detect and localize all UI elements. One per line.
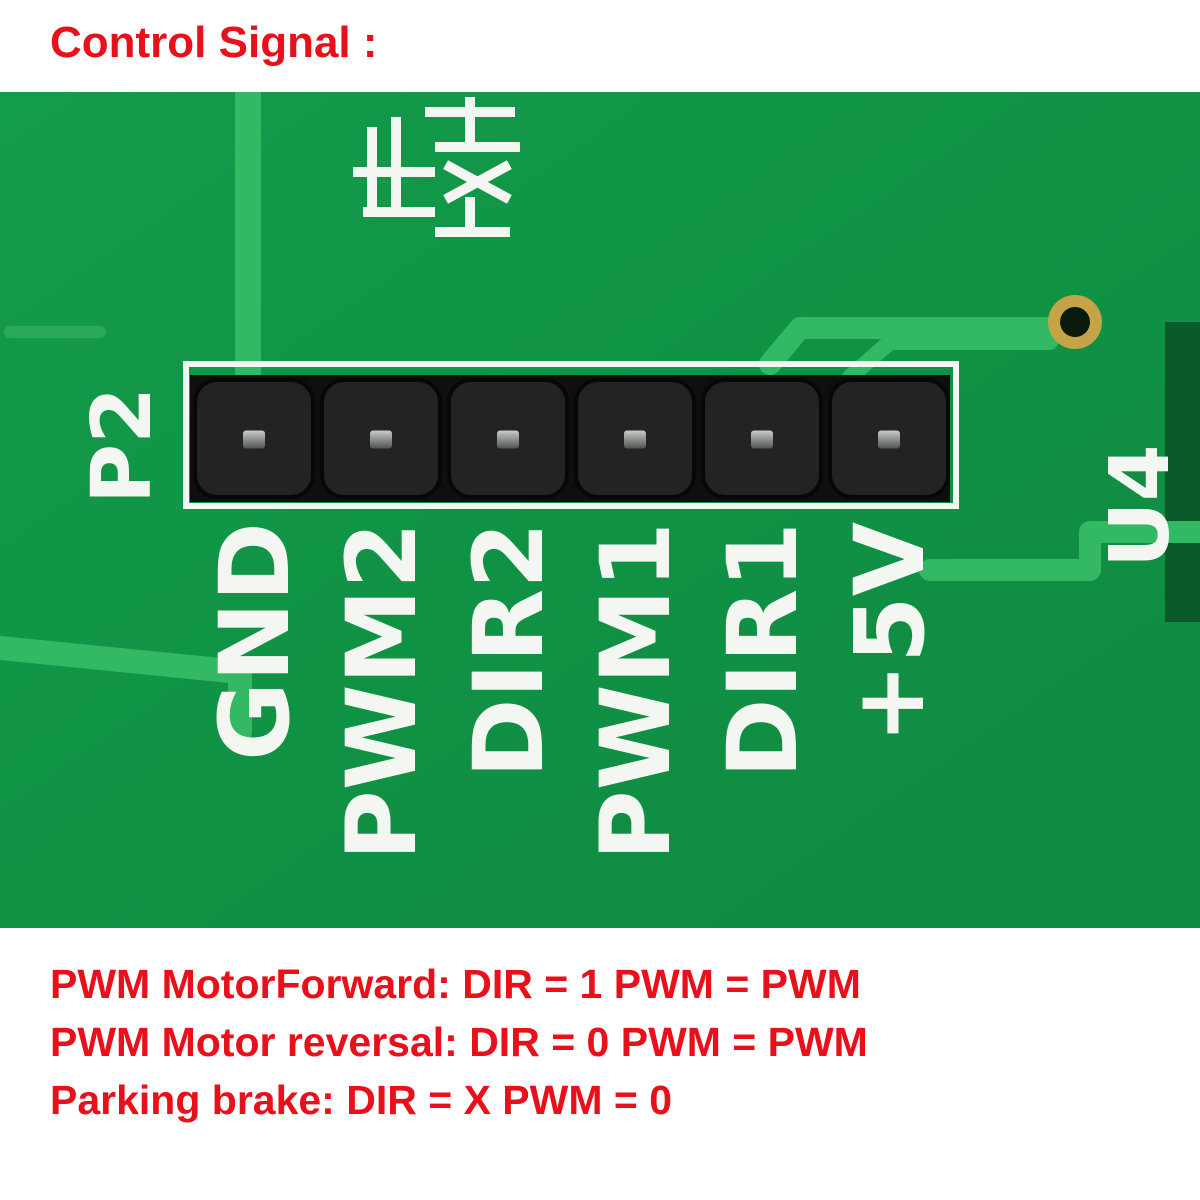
header-silkscreen-outline	[183, 361, 959, 509]
pin-contact	[243, 430, 265, 449]
copper-traces	[0, 92, 1200, 744]
connector-label-p2: P2	[75, 387, 170, 504]
pin-label-dir2: DIR2	[453, 522, 565, 778]
note-brake: Parking brake: DIR = X PWM = 0	[50, 1077, 673, 1123]
pcb-board	[0, 92, 1200, 928]
pin-contact	[370, 430, 392, 449]
pin-header	[190, 375, 950, 502]
pin-label-pwm1: PWM1	[580, 522, 692, 861]
pin-label-pwm2: PWM2	[326, 522, 438, 861]
pin-label-dir1: DIR1	[707, 522, 819, 778]
pin-label-gnd: GND	[199, 522, 311, 761]
pin-contact	[497, 430, 519, 449]
pin-contact	[878, 430, 900, 449]
note-reversal: PWM Motor reversal: DIR = 0 PWM = PWM	[50, 1019, 868, 1065]
silkscreen-glyph	[353, 97, 520, 237]
pin-contact	[624, 430, 646, 449]
mounting-via	[1048, 295, 1102, 349]
pin-contact	[751, 430, 773, 449]
notes-list: PWM MotorForward: DIR = 1 PWM = PWM PWM …	[50, 955, 868, 1129]
pcb-dark-edge	[1165, 322, 1200, 622]
control-signal-heading: Control Signal :	[50, 18, 378, 67]
pin-label-5v: +5V	[834, 522, 946, 744]
note-forward: PWM MotorForward: DIR = 1 PWM = PWM	[50, 961, 861, 1007]
chip-label-u4: U4	[1093, 444, 1188, 568]
